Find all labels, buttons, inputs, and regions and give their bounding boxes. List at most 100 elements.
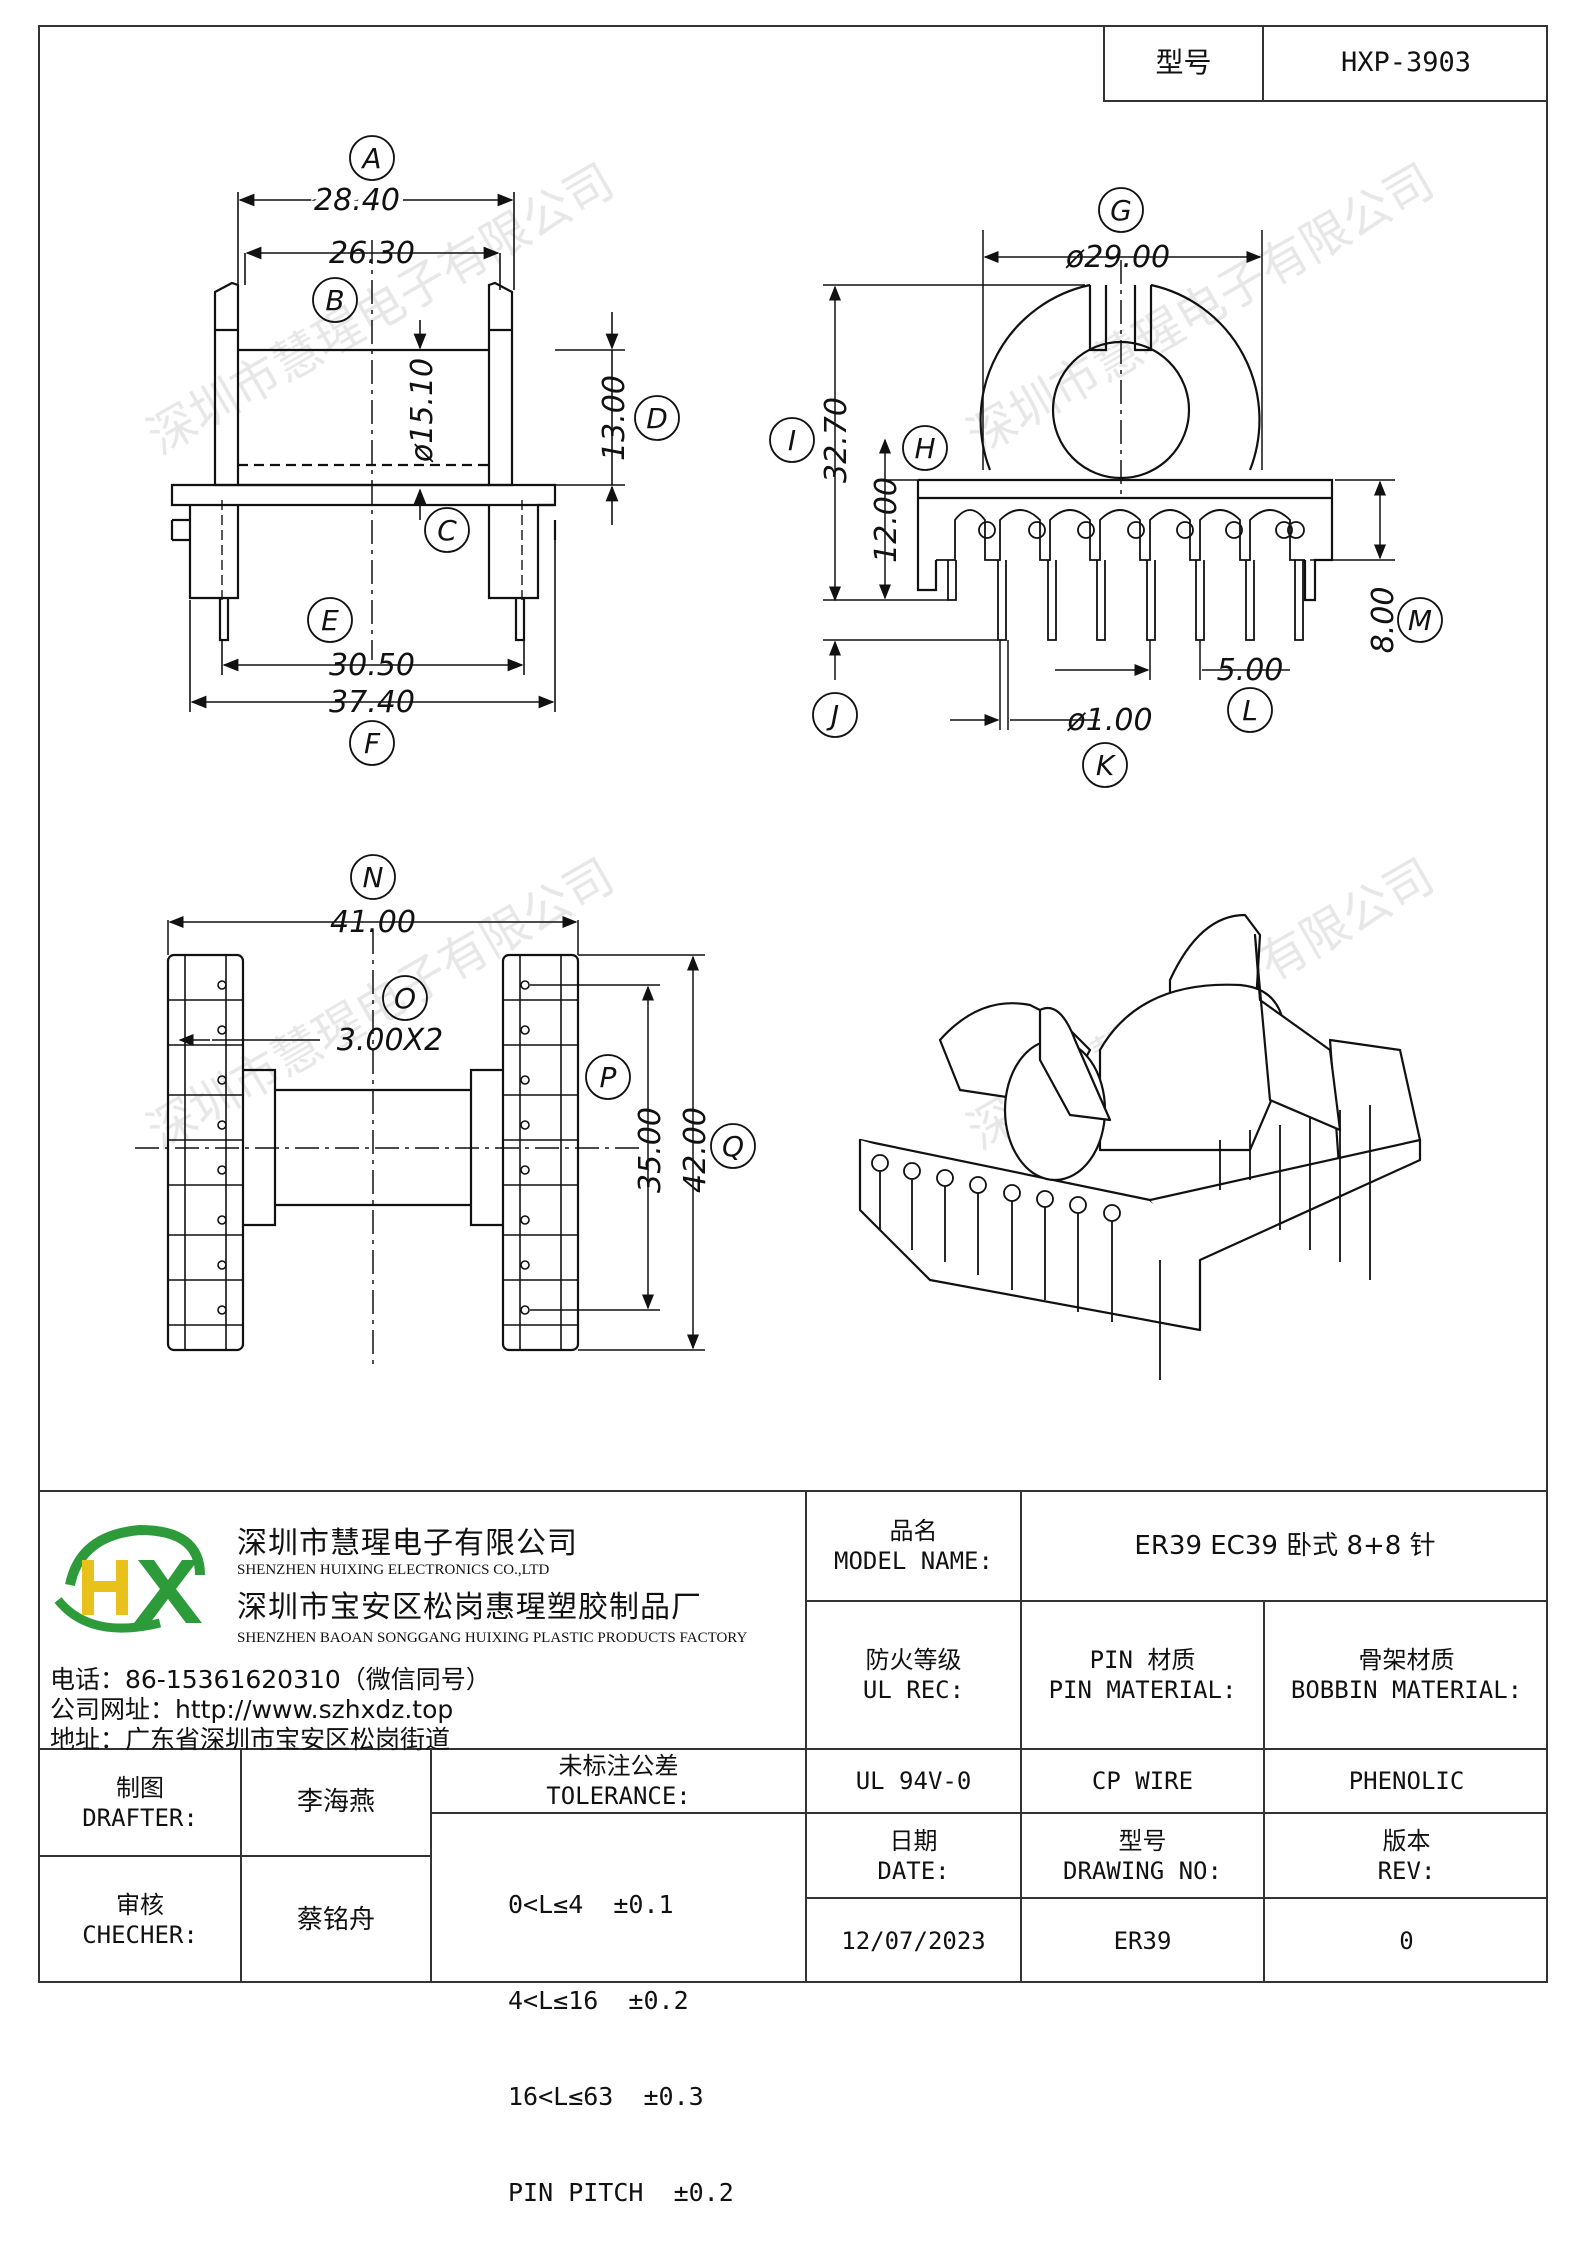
model-value: HXP-3903 bbox=[1340, 46, 1472, 78]
checker-cn: 审核 bbox=[116, 1891, 164, 1919]
tolerance-header: 未标注公差 TOLERANCE: bbox=[432, 1750, 805, 1812]
drawing-cn: 型号 bbox=[1118, 1826, 1167, 1855]
dim-H: 12.00 bbox=[869, 477, 904, 563]
label-G: G bbox=[1110, 194, 1132, 227]
factory-name-cn: 深圳市宝安区松岗惠瑆塑胶制品厂 bbox=[237, 1590, 702, 1625]
ul-cn: 防火等级 bbox=[865, 1646, 962, 1674]
company-address: 地址：广东省深圳市宝安区松岗街道 bbox=[50, 1725, 451, 1754]
date-header: 日期 DATE: bbox=[807, 1814, 1020, 1897]
pin-en: PIN MATERIAL: bbox=[1048, 1676, 1237, 1704]
drafter-cn: 制图 bbox=[116, 1773, 164, 1802]
model-label: 型号 bbox=[1155, 46, 1212, 79]
dim-Q: 42.00 bbox=[678, 1107, 713, 1193]
front-view bbox=[170, 240, 557, 660]
drawing-no-header: 型号 DRAWING NO: bbox=[1022, 1814, 1263, 1897]
company-name-cn: 深圳市慧瑆电子有限公司 bbox=[237, 1526, 578, 1561]
tolerance-row: 0<L≤4 ±0.1 bbox=[508, 1890, 674, 1919]
label-H: H bbox=[914, 432, 935, 465]
bottom-pins bbox=[168, 955, 578, 1350]
divider bbox=[38, 1855, 430, 1857]
watermark-2: 深圳市慧瑆电子有限公司 bbox=[958, 153, 1443, 466]
divider bbox=[805, 1897, 1548, 1899]
label-D: D bbox=[646, 402, 668, 435]
tolerance-row: 4<L≤16 ±0.2 bbox=[508, 1986, 689, 2015]
dim-D: 13.00 bbox=[597, 375, 632, 461]
date-value: 12/07/2023 bbox=[841, 1927, 986, 1955]
dim-K: ø1.00 bbox=[1066, 703, 1152, 738]
isometric-pins bbox=[871, 1105, 1371, 1380]
drafter-en: DRAFTER: bbox=[82, 1803, 198, 1832]
label-L: L bbox=[1242, 694, 1258, 727]
dim-I: 32.70 bbox=[819, 397, 854, 483]
watermark-3: 深圳市慧瑆电子有限公司 bbox=[138, 848, 623, 1161]
ul-header: 防火等级 UL REC: bbox=[807, 1602, 1020, 1748]
divider bbox=[430, 1812, 1548, 1814]
tolerance-cn: 未标注公差 bbox=[558, 1752, 679, 1780]
side-view bbox=[916, 283, 1334, 602]
dim-M: 8.00 bbox=[1366, 587, 1401, 654]
checker-value: 蔡铭舟 bbox=[296, 1904, 375, 1935]
divider bbox=[805, 1600, 1548, 1602]
label-C: C bbox=[437, 514, 457, 547]
dim-G: ø29.00 bbox=[1065, 240, 1170, 275]
isometric-view bbox=[858, 913, 1422, 1332]
tolerance-list: 0<L≤4 ±0.1 4<L≤16 ±0.2 16<L≤63 ±0.3 PIN … bbox=[508, 1825, 734, 2241]
ul-en: UL REC: bbox=[862, 1676, 965, 1704]
bobbin-material-header: 骨架材质 BOBBIN MATERIAL: bbox=[1265, 1602, 1548, 1748]
dim-N: 41.00 bbox=[330, 905, 416, 940]
dim-E: 30.50 bbox=[329, 648, 415, 683]
dim-L: 5.00 bbox=[1217, 653, 1284, 688]
label-F: F bbox=[364, 727, 381, 760]
checker-header: 审核 CHECHER: bbox=[40, 1857, 240, 1983]
factory-name-en: SHENZHEN BAOAN SONGGANG HUIXING PLASTIC … bbox=[237, 1630, 748, 1646]
pin-cn: PIN 材质 bbox=[1089, 1646, 1196, 1674]
rev-header: 版本 REV: bbox=[1265, 1814, 1548, 1897]
divider bbox=[805, 1490, 807, 1983]
company-website[interactable]: 公司网址：http://www.szhxdz.top bbox=[50, 1695, 454, 1724]
pin-row bbox=[936, 509, 1305, 641]
rev-value: 0 bbox=[1399, 1927, 1414, 1955]
company-logo bbox=[54, 1524, 205, 1633]
model-name-header: 品名 MODEL NAME: bbox=[807, 1492, 1020, 1600]
drafter-value: 李海燕 bbox=[296, 1787, 375, 1818]
pin-value: CP WIRE bbox=[1091, 1767, 1194, 1795]
model-name-value: ER39 EC39 卧式 8+8 针 bbox=[1134, 1530, 1436, 1561]
dim-C: ø15.10 bbox=[405, 358, 440, 463]
bobbin-en: BOBBIN MATERIAL: bbox=[1290, 1676, 1523, 1704]
bobbin-cn: 骨架材质 bbox=[1358, 1646, 1455, 1674]
model-box: 型号 HXP-3903 bbox=[1103, 25, 1548, 102]
label-K: K bbox=[1096, 749, 1117, 782]
label-A: A bbox=[360, 142, 381, 175]
bobbin-value: PHENOLIC bbox=[1348, 1767, 1465, 1795]
label-P: P bbox=[600, 1061, 617, 1094]
label-N: N bbox=[363, 861, 384, 894]
label-Q: Q bbox=[722, 1130, 744, 1163]
divider bbox=[240, 1748, 242, 1983]
company-phone: 电话：86-15361620310（微信同号） bbox=[50, 1665, 491, 1694]
label-J: J bbox=[826, 699, 839, 732]
date-cn: 日期 bbox=[889, 1826, 938, 1855]
model-name-en: MODEL NAME: bbox=[834, 1547, 993, 1575]
dim-B: 26.30 bbox=[329, 236, 415, 271]
rev-cn: 版本 bbox=[1382, 1826, 1431, 1855]
company-name-en: SHENZHEN HUIXING ELECTRONICS CO.,LTD bbox=[237, 1562, 550, 1578]
drafter-header: 制图 DRAFTER: bbox=[40, 1750, 240, 1855]
ul-value: UL 94V-0 bbox=[855, 1767, 972, 1795]
label-B: B bbox=[325, 284, 344, 317]
label-O: O bbox=[394, 982, 416, 1015]
pin-material-header: PIN 材质 PIN MATERIAL: bbox=[1022, 1602, 1263, 1748]
divider bbox=[1020, 1490, 1022, 1983]
drawing-sheet bbox=[38, 25, 1548, 1983]
svg-text:28.40: 28.40 bbox=[314, 183, 400, 218]
dim-A: 28.40 bbox=[314, 183, 400, 218]
model-name-cn: 品名 bbox=[889, 1517, 938, 1545]
divider bbox=[38, 1748, 1548, 1750]
divider bbox=[38, 1490, 1548, 1492]
divider bbox=[430, 1748, 432, 1983]
checker-en: CHECHER: bbox=[82, 1921, 198, 1949]
tolerance-row: PIN PITCH ±0.2 bbox=[508, 2178, 734, 2207]
rev-en: REV: bbox=[1377, 1856, 1436, 1885]
drawing-en: DRAWING NO: bbox=[1063, 1856, 1222, 1885]
label-E: E bbox=[321, 604, 339, 637]
tolerance-row: 16<L≤63 ±0.3 bbox=[508, 2082, 704, 2111]
